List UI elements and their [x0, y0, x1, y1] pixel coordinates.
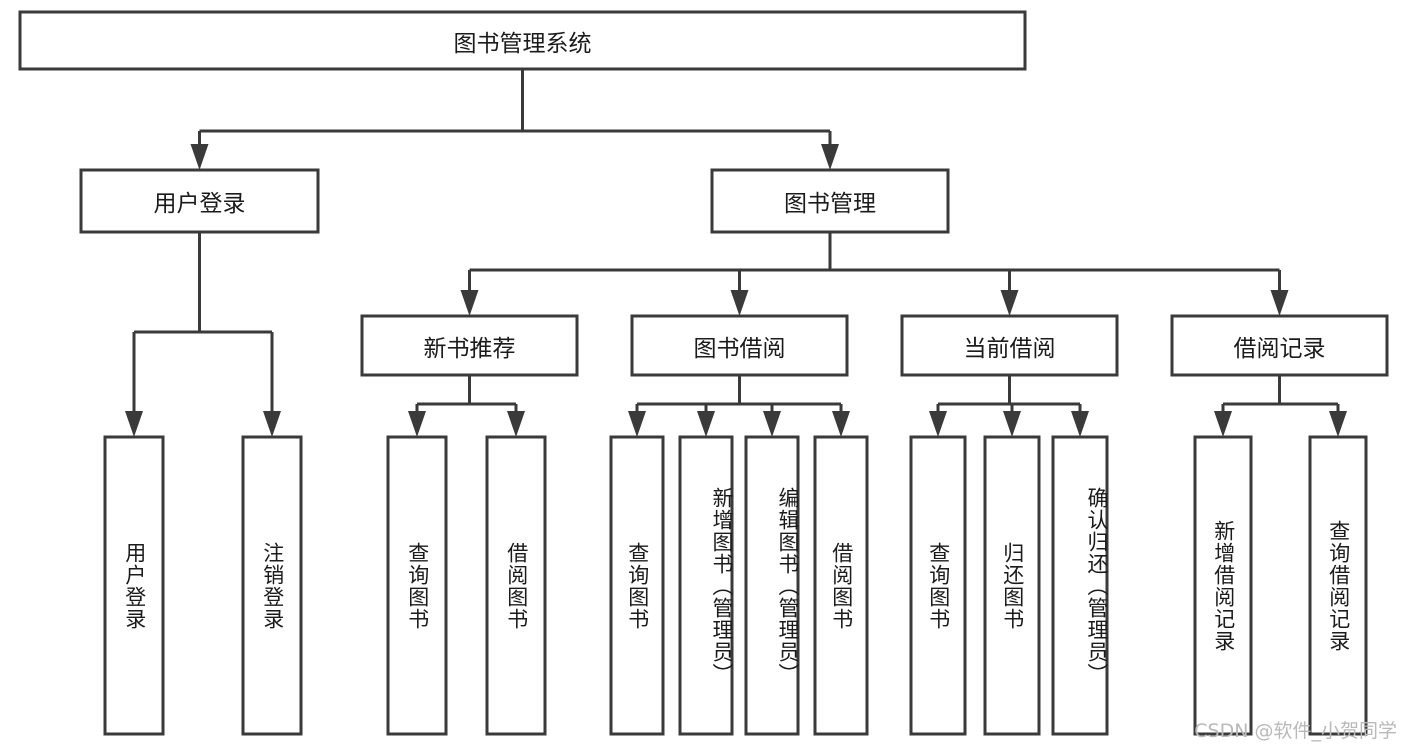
- edge-group-user-login-to-leaves: [125, 232, 281, 437]
- node-box-leaf-query-record[interactable]: [1308, 435, 1368, 736]
- node-box-leaf-logout[interactable]: [241, 435, 303, 736]
- node-box-root[interactable]: [18, 10, 1027, 71]
- arrow-head-leaf-add-record: [1214, 411, 1232, 437]
- node-box-leaf-borrow-book-1[interactable]: [485, 435, 547, 736]
- arrow-head-book-borrow: [730, 290, 749, 316]
- arrow-head-borrow-record: [1270, 290, 1289, 316]
- arrow-head-leaf-query-record: [1329, 411, 1347, 437]
- edge-group-book-borrow-to-leaves: [628, 375, 850, 437]
- arrow-head-leaf-return-book: [1003, 411, 1021, 437]
- node-box-book-mgmt[interactable]: [710, 168, 950, 234]
- arrow-head-new-book-rec: [460, 290, 479, 316]
- arrow-head-user-login: [190, 144, 209, 170]
- node-box-leaf-edit-book[interactable]: [744, 435, 800, 736]
- node-box-book-borrow[interactable]: [630, 314, 849, 377]
- node-box-leaf-add-record[interactable]: [1193, 435, 1253, 736]
- arrow-head-book-mgmt: [821, 144, 839, 170]
- arrow-head-leaf-borrow-book-2: [832, 411, 850, 437]
- arrow-head-leaf-query-book-3: [929, 411, 947, 437]
- node-box-leaf-confirm-return[interactable]: [1051, 435, 1109, 736]
- node-box-leaf-return-book[interactable]: [983, 435, 1041, 736]
- node-box-leaf-borrow-book-2[interactable]: [813, 435, 869, 736]
- arrow-head-leaf-logout: [263, 411, 281, 437]
- arrow-head-leaf-user-login: [125, 411, 143, 437]
- node-box-leaf-query-book-1[interactable]: [386, 435, 448, 736]
- edge-group-current-borrow-to-leaves: [929, 375, 1089, 437]
- edge-group-new-book-rec-to-leaves: [408, 375, 525, 437]
- node-box-user-login[interactable]: [79, 168, 320, 234]
- edge-group-book-mgmt-to-level3: [460, 232, 1289, 316]
- arrow-head-leaf-confirm-return: [1071, 411, 1089, 437]
- arrow-head-current-borrow: [1000, 290, 1019, 316]
- edge-group-root-to-level2: [190, 69, 839, 170]
- node-box-leaf-query-book-3[interactable]: [909, 435, 967, 736]
- arrow-head-leaf-borrow-book-1: [507, 411, 525, 437]
- arrow-head-leaf-query-book-1: [408, 411, 426, 437]
- node-box-leaf-add-book[interactable]: [678, 435, 734, 736]
- edge-group-borrow-record-to-leaves: [1214, 375, 1347, 437]
- node-box-leaf-user-login[interactable]: [103, 435, 165, 736]
- node-box-current-borrow[interactable]: [900, 314, 1119, 377]
- node-box-new-book-rec[interactable]: [360, 314, 579, 377]
- arrow-head-leaf-edit-book: [763, 411, 781, 437]
- node-box-borrow-record[interactable]: [1170, 314, 1389, 377]
- node-box-leaf-query-book-2[interactable]: [609, 435, 665, 736]
- arrow-head-leaf-query-book-2: [628, 411, 646, 437]
- arrow-head-leaf-add-book: [697, 411, 715, 437]
